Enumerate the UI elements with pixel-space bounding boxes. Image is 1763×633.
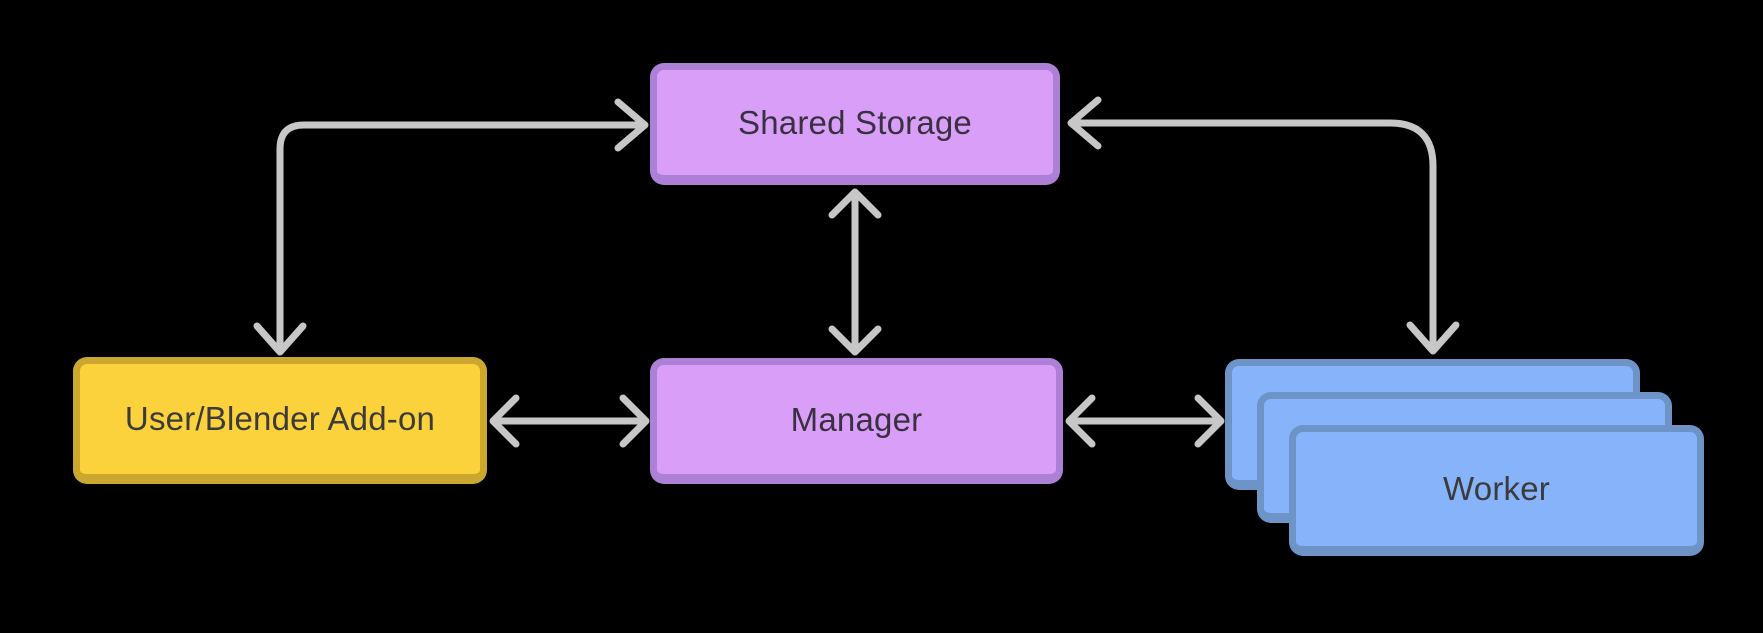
- manager-label: Manager: [790, 400, 923, 438]
- edge-worker-shared-storage-line: [1068, 119, 1437, 353]
- shared-storage-label: Shared Storage: [738, 103, 972, 141]
- edge-worker-shared-storage: [1067, 96, 1460, 355]
- user-blender-addon-node: User/Blender Add-on: [73, 357, 487, 484]
- edge-shared-storage-manager: [828, 188, 882, 356]
- edge-manager-worker: [1065, 394, 1225, 448]
- arrowhead-into-worker-left: [1194, 394, 1225, 448]
- arrowhead-into-manager-right: [1065, 394, 1096, 448]
- arrowhead-into-manager-left: [619, 394, 650, 448]
- arrowhead-into-addon-top: [253, 322, 307, 356]
- edge-addon-shared-storage-line: [276, 121, 648, 354]
- user-blender-addon-label: User/Blender Add-on: [124, 400, 436, 437]
- arrowhead-into-addon-right: [489, 394, 520, 448]
- edge-addon-shared-storage: [253, 98, 649, 356]
- arrowhead-into-shared-storage-left: [614, 98, 649, 152]
- shared-storage-node: Shared Storage: [650, 63, 1060, 185]
- worker-node: Worker: [1289, 425, 1704, 556]
- worker-label: Worker: [1443, 470, 1550, 507]
- arrowhead-into-shared-storage-bottom: [828, 188, 882, 219]
- edge-addon-manager: [489, 394, 650, 448]
- arrowhead-into-worker-top: [1406, 321, 1460, 355]
- arrowhead-into-manager-top: [828, 325, 882, 356]
- arrowhead-into-shared-storage-right: [1067, 96, 1102, 150]
- manager-node: Manager: [650, 358, 1063, 484]
